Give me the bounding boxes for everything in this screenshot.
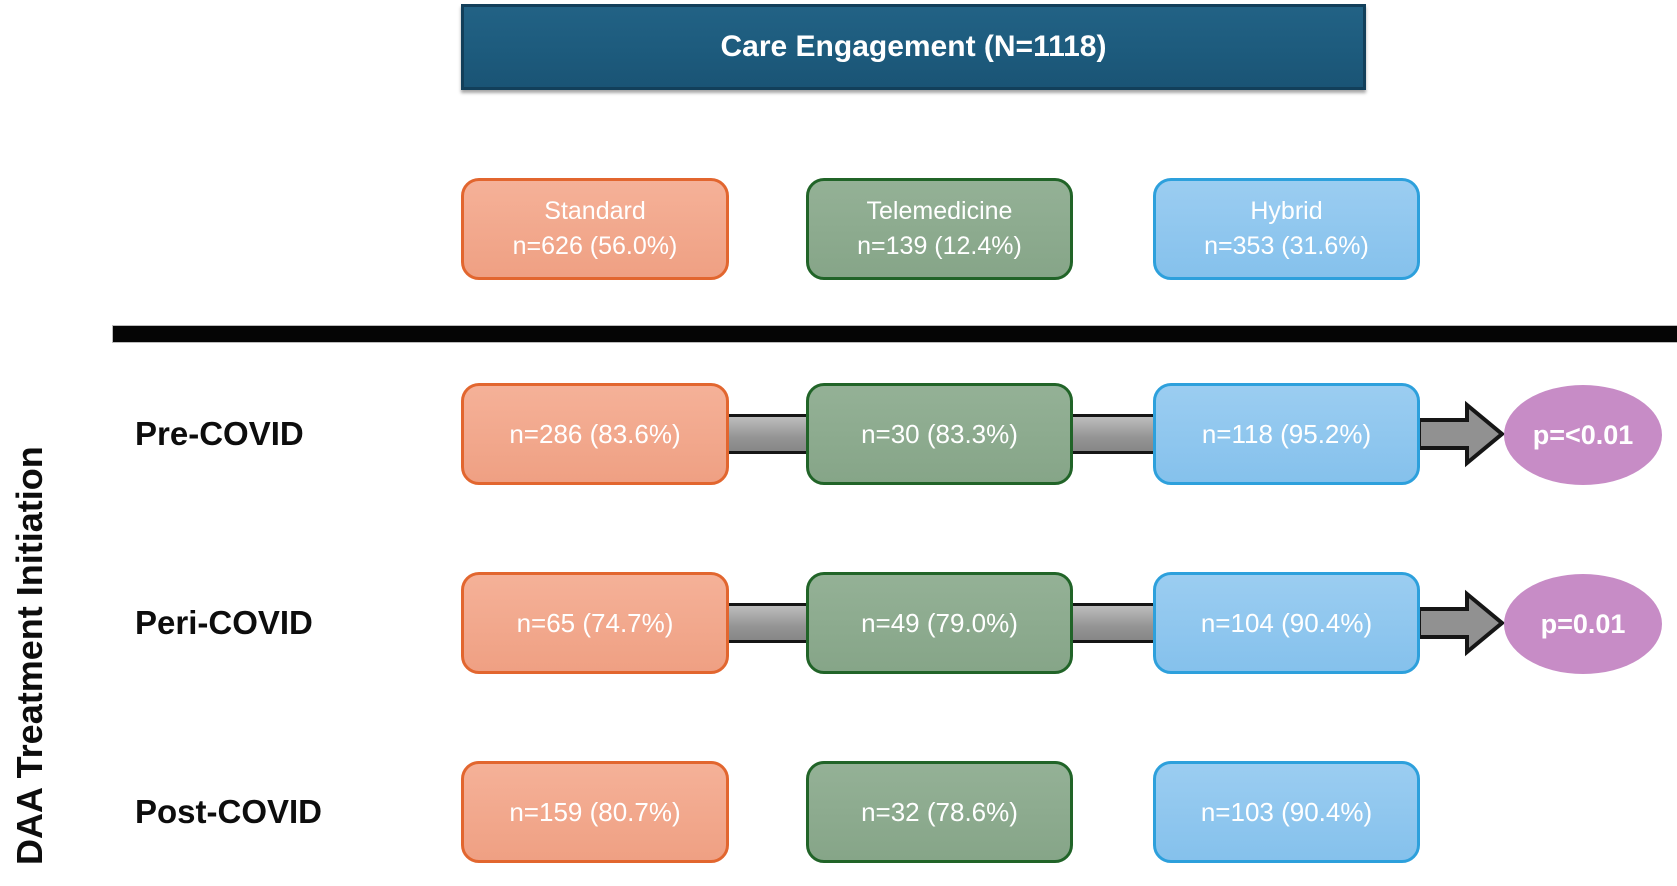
row-label-pre-covid: Pre-COVID [135, 415, 304, 452]
category-count: n=139 (12.4%) [857, 232, 1022, 260]
divider-bar [112, 325, 1677, 343]
row-label-post-covid: Post-COVID [135, 793, 323, 830]
category-count: n=353 (31.6%) [1204, 232, 1369, 260]
y-axis-label: DAA Treatment Initiation [9, 446, 50, 866]
node-value: n=49 (79.0%) [861, 607, 1018, 638]
pre-covid-hybrid-box: n=118 (95.2%) [1153, 383, 1420, 485]
p-value-ellipse: p=<0.01 [1504, 385, 1662, 485]
arrow-right-icon [1417, 589, 1505, 657]
pre-covid-telemedicine-box: n=30 (83.3%) [806, 383, 1073, 485]
post-covid-hybrid-box: n=103 (90.4%) [1153, 761, 1420, 863]
node-value: n=65 (74.7%) [516, 607, 674, 638]
post-covid-telemedicine-box: n=32 (78.6%) [806, 761, 1073, 863]
connector [1064, 603, 1162, 643]
connector [720, 414, 815, 454]
header-box: Care Engagement (N=1118) [461, 4, 1366, 90]
p-value-text: p=0.01 [1540, 608, 1626, 639]
row-label-peri-covid: Peri-COVID [135, 604, 313, 641]
category-label: Standard [544, 197, 646, 225]
node-value: n=286 (83.6%) [509, 418, 681, 449]
category-label: Hybrid [1250, 197, 1323, 225]
pre-covid-standard-box: n=286 (83.6%) [461, 383, 729, 485]
node-value: n=118 (95.2%) [1201, 418, 1372, 449]
node-value: n=103 (90.4%) [1200, 796, 1373, 827]
p-value-text: p=<0.01 [1532, 419, 1634, 450]
peri-covid-telemedicine-box: n=49 (79.0%) [806, 572, 1073, 674]
node-value: n=159 (80.7%) [509, 796, 681, 827]
category-box-standard: Standard n=626 (56.0%) [461, 178, 729, 280]
p-value-ellipse: p=0.01 [1504, 574, 1662, 674]
category-count: n=626 (56.0%) [512, 232, 678, 260]
category-label: Telemedicine [866, 197, 1013, 225]
node-value: n=104 (90.4%) [1200, 607, 1373, 638]
post-covid-standard-box: n=159 (80.7%) [461, 761, 729, 863]
category-box-hybrid: Hybrid n=353 (31.6%) [1153, 178, 1420, 280]
figure-title: Care Engagement (N=1118) [720, 30, 1107, 63]
node-value: n=30 (83.3%) [861, 418, 1018, 449]
connector [1064, 414, 1162, 454]
arrow-right-icon [1417, 400, 1505, 468]
category-box-telemedicine: Telemedicine n=139 (12.4%) [806, 178, 1073, 280]
connector [720, 603, 815, 643]
node-value: n=32 (78.6%) [861, 796, 1018, 827]
peri-covid-standard-box: n=65 (74.7%) [461, 572, 729, 674]
peri-covid-hybrid-box: n=104 (90.4%) [1153, 572, 1420, 674]
